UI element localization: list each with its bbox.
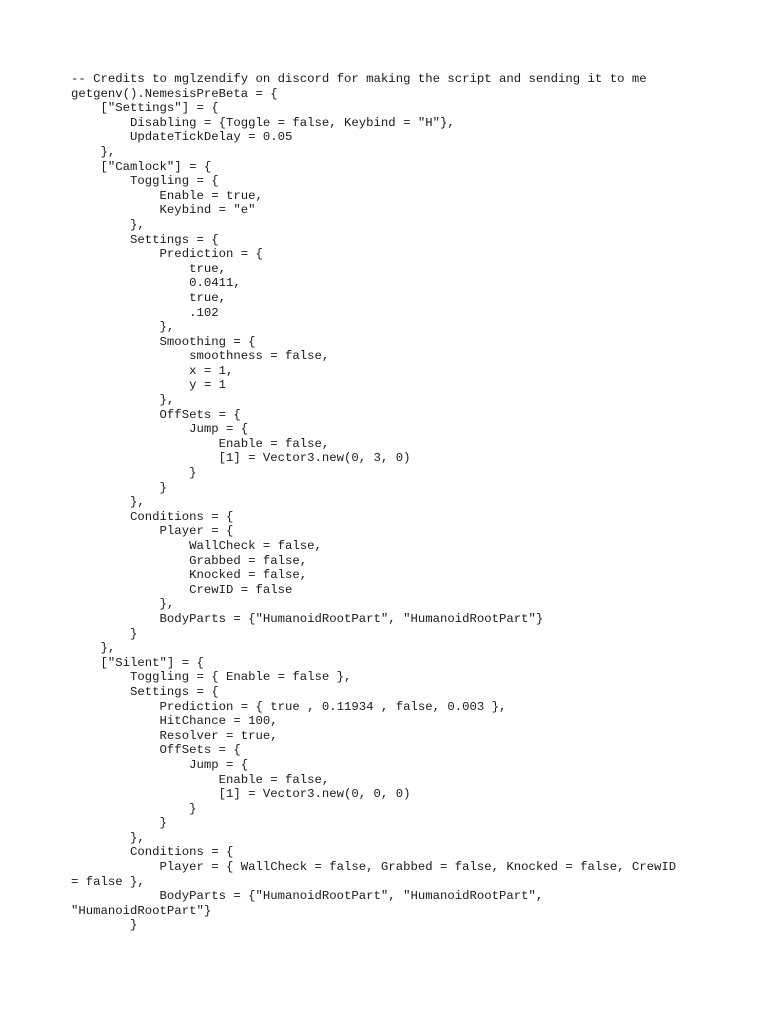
code-line: x = 1, [71, 363, 234, 378]
code-line: Resolver = true, [71, 728, 278, 743]
code-line: [1] = Vector3.new(0, 0, 0) [71, 787, 411, 802]
code-line: "HumanoidRootPart"} [71, 903, 212, 918]
code-line: } [71, 816, 167, 831]
code-line: Toggling = { Enable = false }, [71, 670, 352, 685]
code-line: OffSets = { [71, 407, 241, 422]
code-line: } [71, 918, 138, 933]
code-line: true, [71, 261, 226, 276]
code-line: Enable = false, [71, 436, 330, 451]
code-line: Knocked = false, [71, 568, 308, 583]
code-line: }, [71, 495, 145, 510]
code-line: smoothness = false, [71, 349, 330, 364]
code-line: }, [71, 597, 175, 612]
code-line: Toggling = { [71, 174, 219, 189]
code-line: }, [71, 144, 116, 159]
code-line: BodyParts = {"HumanoidRootPart", "Humano… [71, 611, 544, 626]
code-line: } [71, 480, 167, 495]
code-line: Player = { WallCheck = false, Grabbed = … [71, 860, 677, 875]
code-line: ["Camlock"] = { [71, 159, 212, 174]
code-line: ["Silent"] = { [71, 655, 204, 670]
code-line: Player = { [71, 524, 234, 539]
code-line: Grabbed = false, [71, 553, 308, 568]
code-line: Settings = { [71, 684, 219, 699]
code-line: Smoothing = { [71, 334, 256, 349]
code-line: }, [71, 830, 145, 845]
code-line: } [71, 801, 197, 816]
code-line: Conditions = { [71, 509, 234, 524]
code-line: }, [71, 641, 116, 656]
code-line: Settings = { [71, 232, 219, 247]
code-line: getgenv().NemesisPreBeta = { [71, 86, 278, 101]
code-line: UpdateTickDelay = 0.05 [71, 130, 293, 145]
code-line: true, [71, 290, 226, 305]
code-line: } [71, 626, 138, 641]
code-line: } [71, 466, 197, 481]
code-line: OffSets = { [71, 743, 241, 758]
code-line: Prediction = { [71, 247, 263, 262]
code-line: }, [71, 217, 145, 232]
code-line: .102 [71, 305, 219, 320]
code-line: [1] = Vector3.new(0, 3, 0) [71, 451, 411, 466]
code-line: Conditions = { [71, 845, 234, 860]
code-line: Disabling = {Toggle = false, Keybind = "… [71, 115, 455, 130]
code-line: Keybind = "e" [71, 203, 256, 218]
code-line: 0.0411, [71, 276, 241, 291]
code-line: BodyParts = {"HumanoidRootPart", "Humano… [71, 889, 544, 904]
code-block: -- Credits to mglzendify on discord for … [71, 72, 676, 933]
code-line: y = 1 [71, 378, 226, 393]
code-line: Jump = { [71, 422, 249, 437]
code-line: Enable = false, [71, 772, 330, 787]
code-line: ["Settings"] = { [71, 101, 219, 116]
code-line: }, [71, 393, 175, 408]
code-line: Prediction = { true , 0.11934 , false, 0… [71, 699, 507, 714]
code-line: }, [71, 320, 175, 335]
code-line: = false }, [71, 874, 145, 889]
code-line: Jump = { [71, 757, 249, 772]
code-line: -- Credits to mglzendify on discord for … [71, 72, 647, 86]
code-line: HitChance = 100, [71, 714, 278, 729]
code-line: WallCheck = false, [71, 539, 322, 553]
code-line: CrewID = false [71, 582, 293, 597]
code-line: Enable = true, [71, 188, 263, 203]
